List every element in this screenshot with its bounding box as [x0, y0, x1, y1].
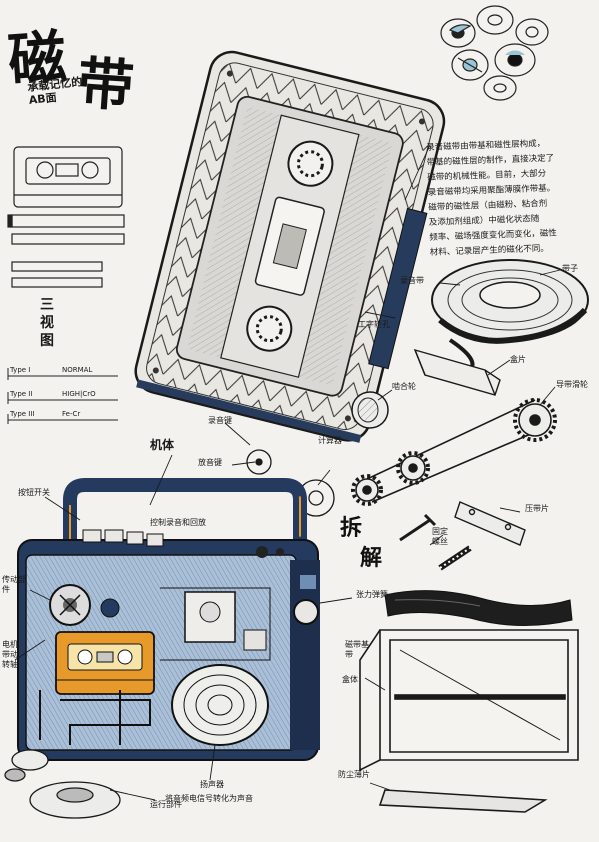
tape-roll: [431, 259, 589, 372]
recorder-illustration: [17, 478, 320, 761]
label-housing: 盒体: [342, 675, 358, 684]
bottom-spools: [4, 749, 121, 819]
label-tape-strip: 带子: [562, 264, 578, 273]
black-tape-strip: [384, 590, 573, 627]
label-press-plate: 压带片: [525, 504, 549, 513]
label-counter-gear: 计算器: [318, 436, 342, 445]
label-speaker: 扬声器: [200, 780, 224, 789]
main-cassette: [134, 50, 446, 443]
tape-type-number-2: Type II: [10, 390, 33, 398]
press-plate: [399, 501, 526, 571]
label-disassemble-1: 拆: [340, 515, 363, 541]
roller-sketch: [351, 391, 389, 429]
label-recorder-body: 机体: [150, 438, 175, 452]
three-view-drawings: [7, 146, 125, 288]
housing-frame: [359, 629, 579, 813]
leader-lines: [14, 144, 561, 801]
title-char-2: 带: [75, 50, 136, 120]
label-tension-spring: 张力弹簧: [356, 590, 388, 599]
label-motor-note: 电机带动转轴: [2, 640, 18, 669]
tape-type-number-3: Type III: [10, 410, 35, 418]
label-window-film: 防尘薄片: [338, 770, 370, 779]
counter-discs: [246, 449, 335, 517]
tape-type-number-1: Type I: [10, 366, 31, 374]
tape-type-3: Fe-Cr: [62, 410, 81, 418]
tape-type-table: [7, 368, 118, 424]
three-view-label: 三视图: [40, 297, 54, 349]
label-record-key: 录音键: [208, 416, 232, 425]
reel-sketches: [440, 5, 549, 101]
tape-type-1: NORMAL: [62, 366, 93, 374]
label-case: 盒片: [510, 355, 526, 364]
label-screw-hole: 工字轮孔: [358, 320, 390, 329]
label-disassemble-2: 解: [360, 545, 383, 571]
label-tape-reel: 录音带: [400, 276, 424, 285]
label-left-note: 传动部件: [2, 575, 26, 594]
label-playback-key: 放音键: [198, 458, 222, 467]
label-mesh-wheel: 啮合轮: [392, 382, 416, 391]
label-tape-bottom: 磁带基带: [345, 640, 369, 659]
label-guide-wheel: 导带滑轮: [556, 380, 588, 389]
tape-type-2: HIGH|CrO: [62, 390, 96, 398]
label-buttons-area: 按钮开关: [18, 488, 50, 497]
label-speaker-desc: 将音频电信号转化为声音: [165, 794, 253, 803]
pressure-block: [413, 348, 501, 396]
intro-paragraph: 录音磁带由带基和磁性层构成， 带基的磁性层的制作，直接决定了 磁带的机械性能。目…: [426, 135, 599, 261]
label-turntable: 运行部件: [150, 800, 182, 809]
label-fixing-screw: 固定螺丝: [432, 527, 448, 546]
gear-train: [351, 398, 557, 506]
label-function-keys: 控制录音和回放: [150, 518, 206, 527]
